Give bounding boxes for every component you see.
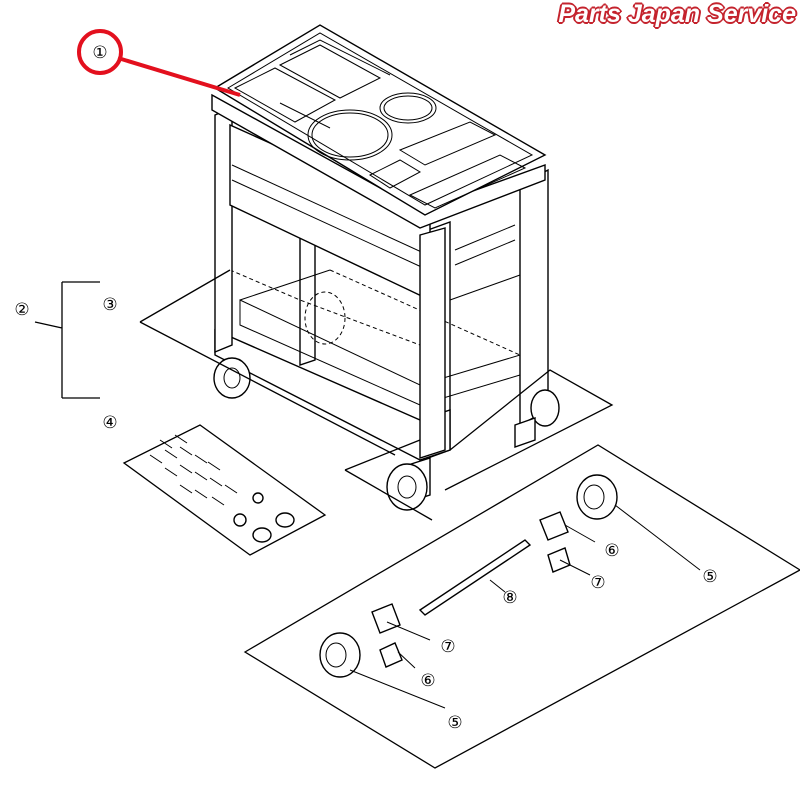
callout-3[interactable]: ③ — [102, 295, 117, 315]
callout-4[interactable]: ④ — [102, 413, 117, 433]
panel-4 — [122, 424, 327, 556]
callout-8[interactable]: ⑧ — [502, 588, 517, 608]
callout-2[interactable]: ② — [14, 300, 29, 320]
callout-1[interactable]: ① — [92, 43, 107, 63]
highlight-callout — [77, 29, 241, 97]
callout-6a[interactable]: ⑥ — [604, 541, 619, 561]
tool-cart — [211, 24, 560, 511]
callout-5a[interactable]: ⑤ — [702, 567, 717, 587]
callout-5b[interactable]: ⑤ — [447, 713, 462, 733]
bolt-set — [149, 434, 295, 543]
panel-5-8 — [243, 444, 800, 769]
watermark-logo: Parts Japan Service — [558, 0, 796, 28]
highlight-pointer — [117, 56, 241, 97]
callout-7a[interactable]: ⑦ — [590, 573, 605, 593]
caster-parts — [319, 474, 701, 709]
callout-6b[interactable]: ⑥ — [420, 671, 435, 691]
highlight-circle — [77, 29, 123, 75]
panel-3 — [139, 269, 231, 323]
callout-7b[interactable]: ⑦ — [440, 637, 455, 657]
